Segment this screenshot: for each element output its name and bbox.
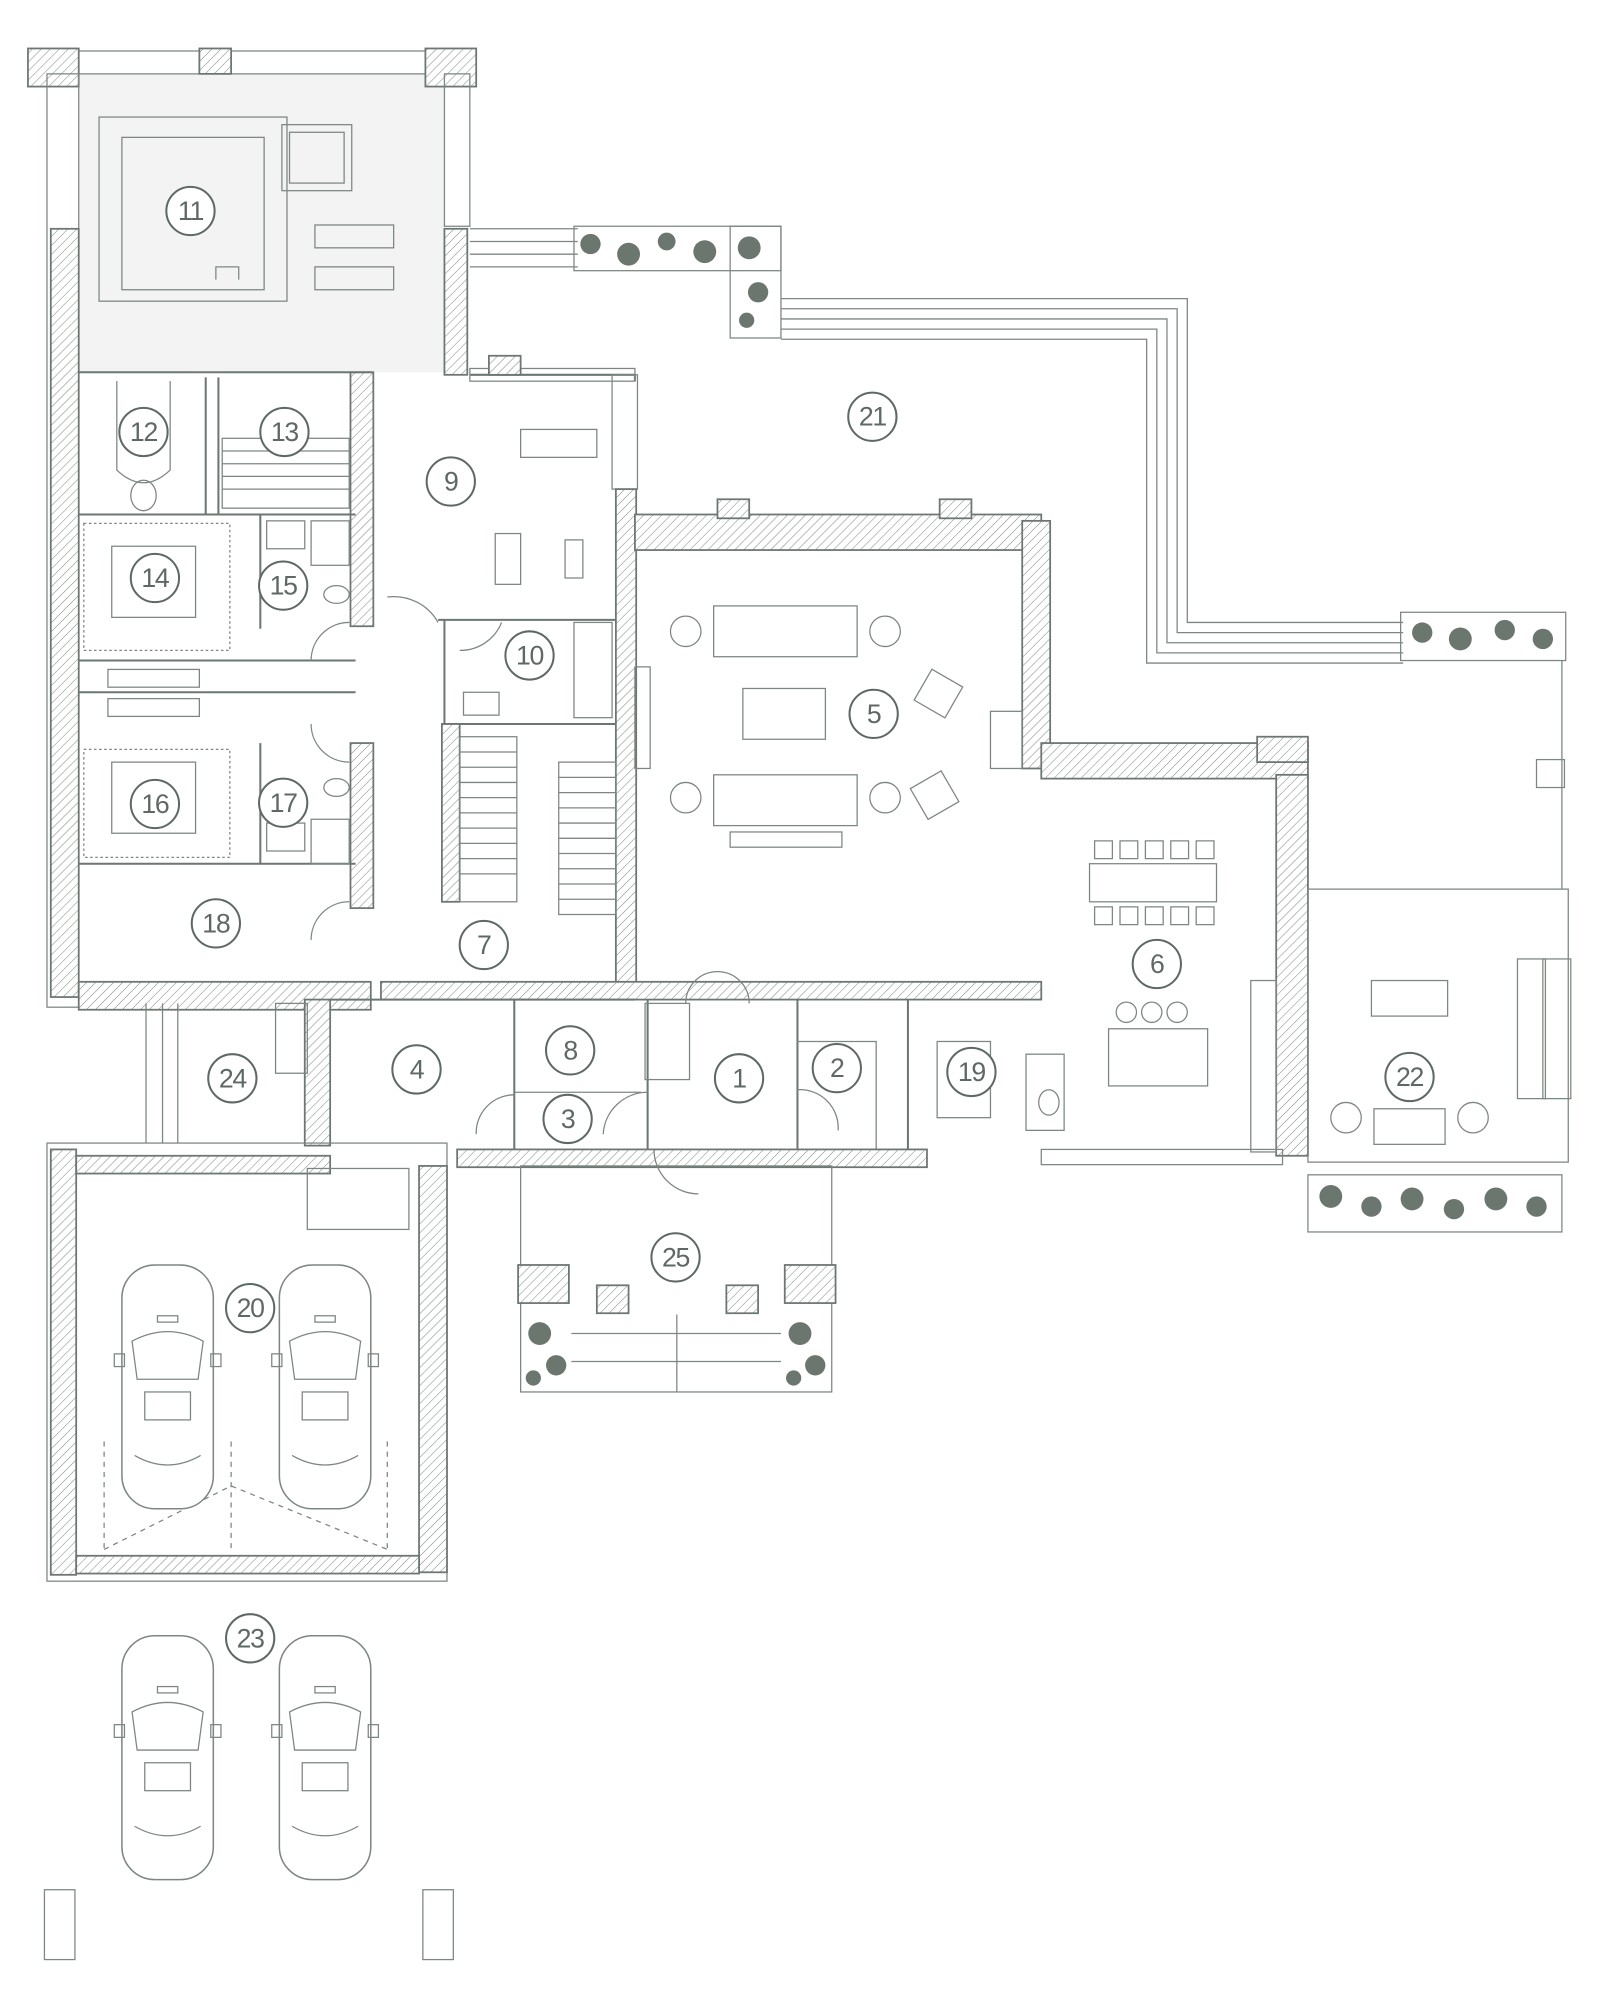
room-label-9: 9 bbox=[425, 456, 476, 507]
exercise-machine bbox=[494, 532, 522, 585]
terrace-table bbox=[1370, 979, 1449, 1017]
armchair bbox=[913, 668, 964, 719]
svg-text:12: 12 bbox=[130, 417, 158, 447]
room-label-25: 25 bbox=[650, 1232, 701, 1283]
svg-text:24: 24 bbox=[219, 1063, 248, 1093]
gym-and-stairs bbox=[387, 354, 639, 986]
stairs bbox=[459, 736, 518, 903]
room-label-17: 17 bbox=[258, 777, 309, 828]
room-label-6: 6 bbox=[1131, 938, 1182, 990]
lounger bbox=[314, 266, 395, 291]
svg-text:6: 6 bbox=[1150, 949, 1164, 979]
hedge-plants bbox=[580, 232, 1554, 1220]
pool-ladder bbox=[215, 266, 240, 280]
svg-text:11: 11 bbox=[178, 196, 204, 226]
room-label-18: 18 bbox=[190, 898, 242, 949]
room-label-10: 10 bbox=[504, 630, 555, 681]
room-label-3: 3 bbox=[542, 1093, 593, 1145]
exercise-machine bbox=[564, 539, 584, 579]
fireplace bbox=[989, 710, 1023, 770]
room-label-20: 20 bbox=[225, 1283, 276, 1334]
svg-text:16: 16 bbox=[141, 789, 169, 819]
kitchen-island bbox=[1107, 1028, 1209, 1087]
armchair bbox=[909, 769, 960, 821]
svg-text:14: 14 bbox=[141, 563, 170, 593]
car bbox=[270, 1264, 380, 1510]
rug bbox=[83, 748, 231, 858]
car bbox=[270, 1635, 380, 1881]
coffee-table bbox=[742, 687, 827, 740]
room-label-13: 13 bbox=[259, 406, 310, 458]
svg-text:7: 7 bbox=[477, 930, 491, 960]
svg-text:20: 20 bbox=[237, 1293, 265, 1323]
svg-text:17: 17 bbox=[270, 788, 298, 818]
room-labels: 1 2 3 4 5 6 7 8 9 10 11 12 13 14 15 16 1… bbox=[118, 185, 1435, 1664]
sofa bbox=[713, 774, 858, 827]
car bbox=[113, 1635, 222, 1881]
room-label-23: 23 bbox=[225, 1613, 276, 1664]
room-label-1: 1 bbox=[713, 1053, 765, 1104]
garage bbox=[43, 1003, 454, 1961]
living-kitchen bbox=[634, 498, 1309, 1166]
svg-text:21: 21 bbox=[859, 402, 887, 432]
svg-text:15: 15 bbox=[270, 571, 298, 601]
car bbox=[113, 1264, 222, 1510]
room-label-12: 12 bbox=[118, 406, 169, 458]
sofa bbox=[713, 605, 858, 658]
svg-text:10: 10 bbox=[516, 640, 544, 670]
svg-text:1: 1 bbox=[732, 1063, 746, 1093]
bed bbox=[111, 545, 197, 618]
front-rooms bbox=[274, 971, 1065, 1195]
svg-text:19: 19 bbox=[958, 1057, 986, 1087]
svg-text:22: 22 bbox=[1396, 1062, 1424, 1092]
shower bbox=[116, 381, 171, 484]
svg-text:4: 4 bbox=[410, 1054, 425, 1084]
svg-text:3: 3 bbox=[561, 1104, 575, 1134]
room-label-14: 14 bbox=[129, 552, 181, 604]
svg-text:2: 2 bbox=[830, 1053, 844, 1083]
svg-text:25: 25 bbox=[662, 1242, 690, 1272]
svg-text:5: 5 bbox=[867, 699, 881, 729]
room-label-22: 22 bbox=[1384, 1051, 1435, 1103]
pool bbox=[98, 116, 288, 302]
room-label-2: 2 bbox=[811, 1043, 862, 1094]
porch bbox=[517, 1165, 837, 1393]
room-label-8: 8 bbox=[545, 1025, 596, 1076]
room-label-16: 16 bbox=[129, 778, 181, 830]
spa bbox=[281, 124, 353, 192]
svg-text:9: 9 bbox=[444, 466, 458, 496]
room-label-11: 11 bbox=[165, 185, 216, 237]
treadmill bbox=[520, 428, 598, 458]
dining-table bbox=[1088, 863, 1218, 903]
svg-text:8: 8 bbox=[563, 1035, 577, 1065]
pool-hall bbox=[27, 47, 478, 373]
planter-plants bbox=[525, 1322, 826, 1386]
room-label-5: 5 bbox=[848, 688, 899, 740]
svg-text:18: 18 bbox=[202, 908, 230, 938]
lounger bbox=[314, 224, 395, 249]
svg-text:23: 23 bbox=[237, 1623, 265, 1653]
room-label-24: 24 bbox=[207, 1053, 258, 1104]
terraces bbox=[469, 225, 1572, 1233]
terrace-sofa bbox=[1373, 1108, 1446, 1145]
svg-text:13: 13 bbox=[271, 417, 299, 447]
room-label-4: 4 bbox=[391, 1044, 442, 1095]
room-label-7: 7 bbox=[458, 919, 509, 971]
room-label-19: 19 bbox=[946, 1046, 997, 1098]
door-swing bbox=[685, 971, 750, 1004]
room-label-15: 15 bbox=[258, 560, 309, 611]
room-label-21: 21 bbox=[847, 391, 898, 442]
bed bbox=[111, 761, 197, 834]
